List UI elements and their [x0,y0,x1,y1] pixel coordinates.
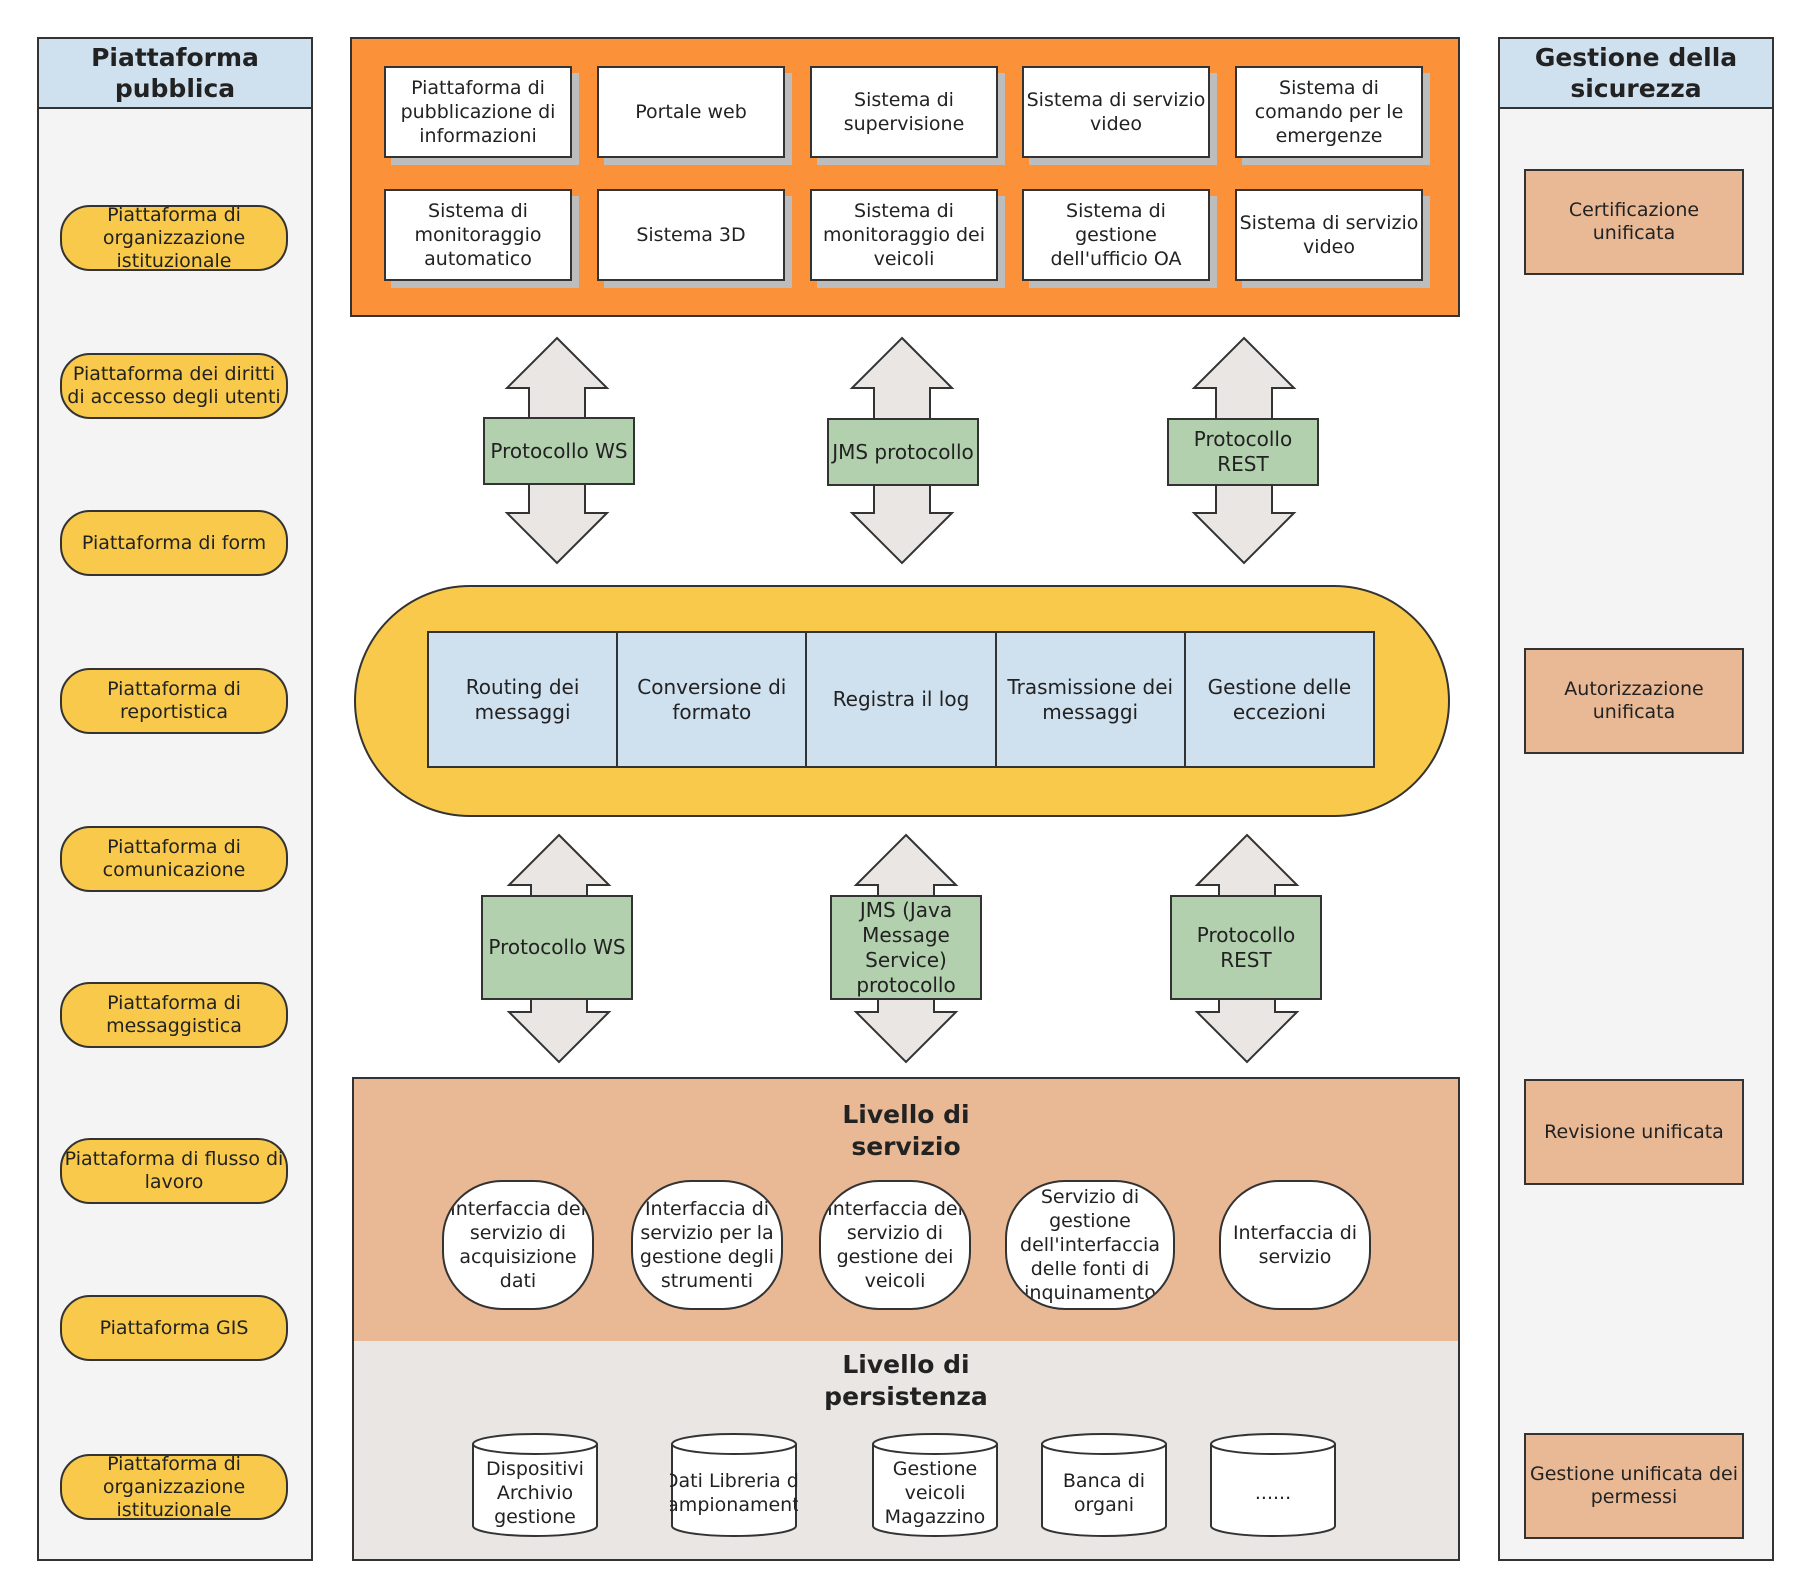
lower-protocol-box: JMS (Java Message Service) protocollo [830,895,982,1000]
upper-protocol-box: Protocollo WS [483,417,635,485]
platform-item: Piattaforma di organizzazione istituzion… [60,205,288,271]
application-box: Sistema di gestione dell'ufficio OA [1022,189,1210,281]
database-label: Gestione veicoli Magazzino [884,1458,986,1528]
platform-item: Piattaforma di messaggistica [60,982,288,1048]
database-cylinder: Gestione veicoli Magazzino [871,1432,999,1538]
application-box: Sistema di monitoraggio automatico [384,189,572,281]
persistence-layer-title: Livello di persistenza [824,1350,988,1411]
platform-item: Piattaforma di flusso di lavoro [60,1138,288,1204]
service-interface: Interfaccia di servizio per la gestione … [631,1180,783,1310]
bus-function: Gestione delle eccezioni [1185,633,1374,766]
platform-item: Piattaforma di form [60,510,288,576]
service-interface: Servizio di gestione dell'interfaccia de… [1005,1180,1175,1310]
database-label: Banca di organi [1062,1470,1146,1516]
application-box: Piattaforma di pubblicazione di informaz… [384,66,572,158]
service-interface: Interfaccia del servizio di gestione dei… [819,1180,971,1310]
security-title: Gestione della sicurezza [1500,39,1772,109]
database-cylinder: Banca di organi [1040,1432,1168,1538]
upper-protocol-box: JMS protocollo [827,418,979,486]
database-cylinder: Dispositivi Archivio gestione [471,1432,599,1538]
service-interface: Interfaccia del servizio di acquisizione… [442,1180,594,1310]
lower-protocol-box: Protocollo REST [1170,895,1322,1000]
application-box: Sistema di servizio video [1022,66,1210,158]
platform-item: Piattaforma dei diritti di accesso degli… [60,353,288,419]
platform-item: Piattaforma di organizzazione istituzion… [60,1454,288,1520]
service-layer-title: Livello di servizio [842,1100,970,1161]
application-box: Portale web [597,66,785,158]
database-cylinder: ...... [1209,1432,1337,1538]
database-cylinder: Dati Libreria di campionamento [670,1432,798,1538]
application-box: Sistema di servizio video [1235,189,1423,281]
bus-function: Conversione di formato [618,633,808,766]
public-platform-title: Piattaforma pubblica [39,39,311,109]
database-label: Dispositivi Archivio gestione [486,1458,584,1528]
security-item: Autorizzazione unificata [1524,648,1744,754]
platform-item: Piattaforma GIS [60,1295,288,1361]
security-item: Revisione unificata [1524,1079,1744,1185]
bus-functions-row: Routing dei messaggi Conversione di form… [427,631,1375,768]
database-label: Dati Libreria di campionamento [670,1470,798,1516]
application-box: Sistema di supervisione [810,66,998,158]
platform-item: Piattaforma di reportistica [60,668,288,734]
application-box: Sistema 3D [597,189,785,281]
database-label: ...... [1254,1482,1292,1504]
security-item: Certificazione unificata [1524,169,1744,275]
bus-function: Trasmissione dei messaggi [996,633,1186,766]
security-panel: Gestione della sicurezza [1498,37,1774,1561]
lower-protocol-box: Protocollo WS [481,895,633,1000]
application-box: Sistema di monitoraggio dei veicoli [810,189,998,281]
bus-function: Registra il log [807,633,997,766]
application-box: Sistema di comando per le emergenze [1235,66,1423,158]
bus-function: Routing dei messaggi [429,633,619,766]
service-interface: Interfaccia di servizio [1219,1180,1371,1310]
security-item: Gestione unificata dei permessi [1524,1433,1744,1539]
upper-protocol-box: Protocollo REST [1167,418,1319,486]
platform-item: Piattaforma di comunicazione [60,826,288,892]
